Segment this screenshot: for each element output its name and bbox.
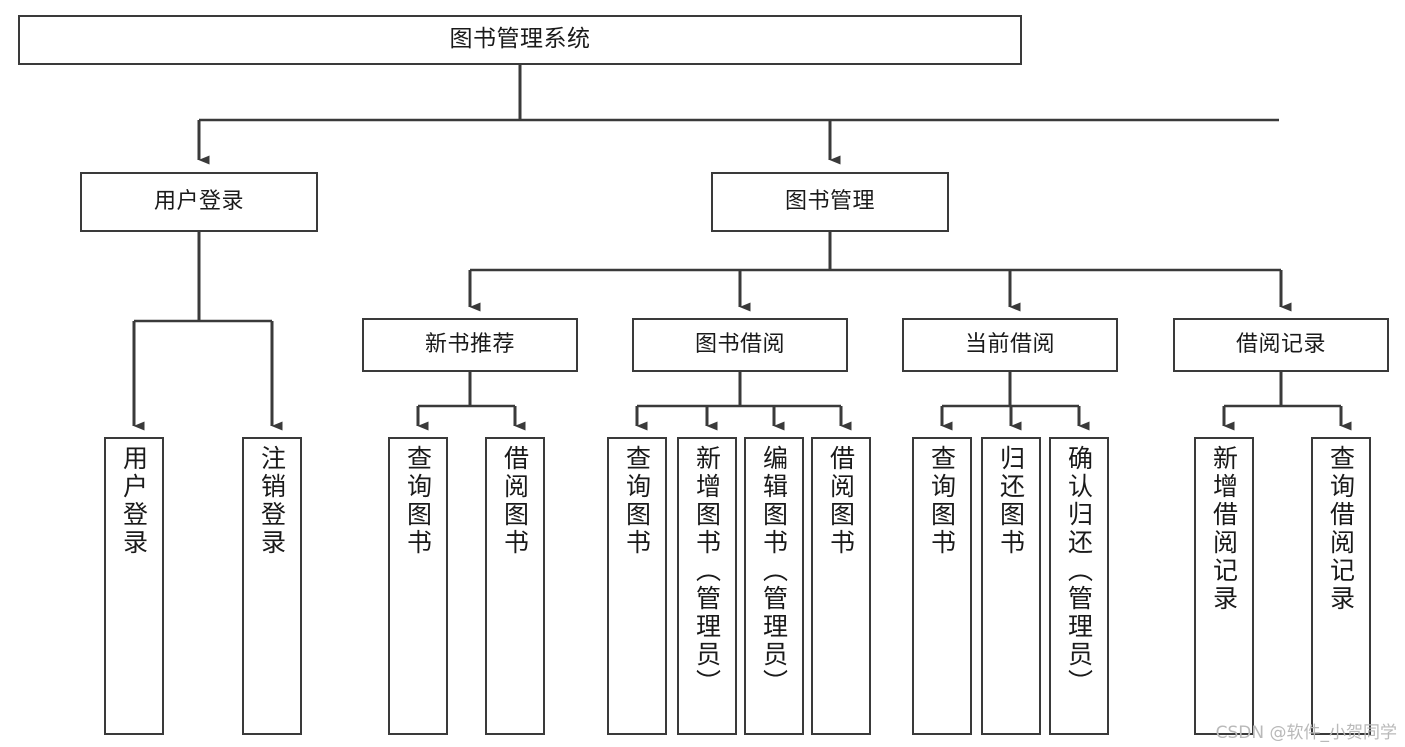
node-borrowing-records[interactable]: 借阅记录 [1173,318,1389,372]
node-label: 注销登录 [257,445,287,557]
node-label: 新增借阅记录 [1209,445,1239,613]
node-label: 编辑图书（管理员） [759,445,789,697]
node-label: 查询图书 [403,445,433,557]
node-label: 图书管理系统 [449,26,591,53]
node-label: 归还图书 [996,445,1026,557]
node-label: 借阅图书 [500,445,530,557]
leaf-book-borrow-query[interactable]: 查询图书 [607,437,667,735]
leaf-new-book-borrow[interactable]: 借阅图书 [485,437,545,735]
node-label: 新增图书（管理员） [692,445,722,697]
node-book-borrowing[interactable]: 图书借阅 [632,318,848,372]
leaf-new-book-query[interactable]: 查询图书 [388,437,448,735]
leaf-user-login-logout[interactable]: 注销登录 [242,437,302,735]
node-label: 当前借阅 [964,332,1055,358]
leaf-current-borrow-query[interactable]: 查询图书 [912,437,972,735]
leaf-borrow-record-add[interactable]: 新增借阅记录 [1194,437,1254,735]
node-label: 查询借阅记录 [1326,445,1356,613]
node-book-management[interactable]: 图书管理 [711,172,949,232]
node-user-login[interactable]: 用户登录 [80,172,318,232]
node-label: 查询图书 [622,445,652,557]
node-root-book-management-system[interactable]: 图书管理系统 [18,15,1022,65]
node-label: 新书推荐 [424,332,515,358]
leaf-current-borrow-return[interactable]: 归还图书 [981,437,1041,735]
node-new-book-recommendation[interactable]: 新书推荐 [362,318,578,372]
node-label: 借阅记录 [1235,332,1326,358]
node-current-borrowing[interactable]: 当前借阅 [902,318,1118,372]
node-label: 查询图书 [927,445,957,557]
node-label: 图书借阅 [694,332,785,358]
leaf-borrow-record-query[interactable]: 查询借阅记录 [1311,437,1371,735]
node-label: 用户登录 [119,445,149,557]
leaf-user-login-login[interactable]: 用户登录 [104,437,164,735]
node-label: 图书管理 [784,189,875,215]
leaf-book-borrow-borrow[interactable]: 借阅图书 [811,437,871,735]
node-label: 用户登录 [153,189,244,215]
leaf-book-borrow-add[interactable]: 新增图书（管理员） [677,437,737,735]
node-label: 借阅图书 [826,445,856,557]
node-label: 确认归还（管理员） [1064,445,1094,697]
leaf-current-borrow-confirm-return[interactable]: 确认归还（管理员） [1049,437,1109,735]
leaf-book-borrow-edit[interactable]: 编辑图书（管理员） [744,437,804,735]
